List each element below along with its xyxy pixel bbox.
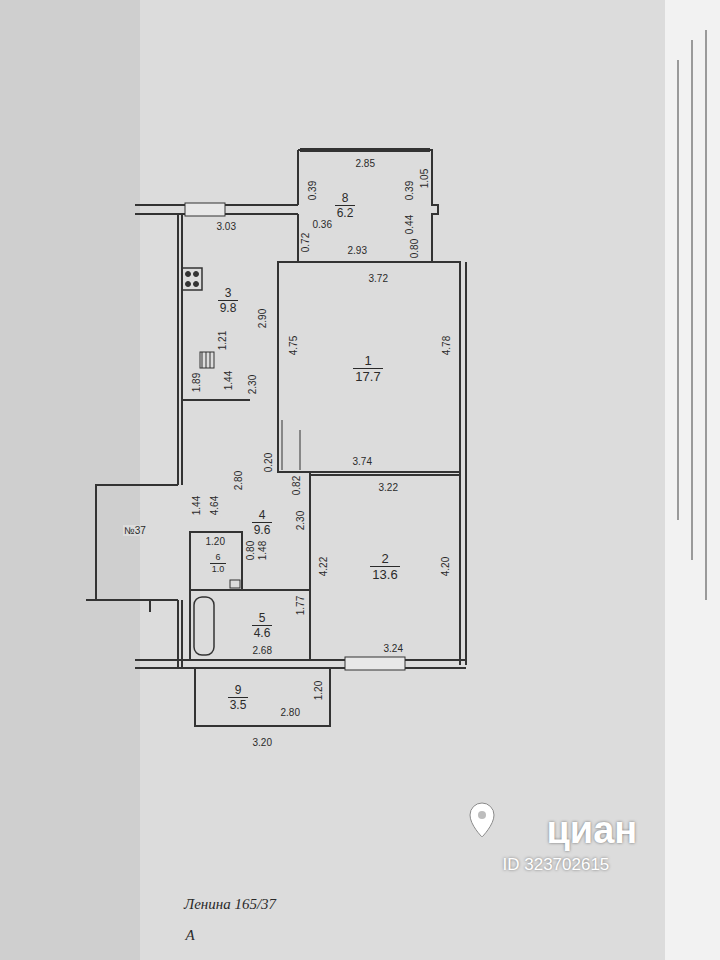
room-label: 86.2	[335, 191, 356, 220]
address-note: А	[185, 927, 196, 944]
room-number: 5	[252, 611, 273, 625]
side-sheet	[665, 0, 720, 960]
dimension: 0.72	[300, 231, 311, 252]
fixtures	[182, 268, 300, 655]
dimension: 4.75	[288, 334, 299, 355]
dimension: 1.20	[205, 536, 226, 547]
shadow	[0, 0, 140, 960]
room-label: 61.0	[210, 552, 227, 575]
dimension: 2.93	[347, 245, 368, 256]
logo-pin	[470, 803, 494, 837]
room-area: 3.5	[228, 697, 249, 712]
room-area: 1.0	[210, 563, 227, 575]
dimension: 3.22	[378, 482, 399, 493]
watermark: ID 323702615	[502, 855, 611, 874]
dimension: 0.20	[263, 451, 274, 472]
dimension: 2.85	[355, 158, 376, 169]
room-label: 54.6	[252, 611, 273, 640]
room-area: 6.2	[335, 205, 356, 220]
dimension: 2.30	[247, 373, 258, 394]
room-label: 39.8	[218, 286, 239, 315]
room-label: 213.6	[370, 551, 399, 582]
room-area: 4.6	[252, 625, 273, 640]
dimension: 3.72	[368, 273, 389, 284]
dimension: 3.24	[383, 643, 404, 654]
dimension: 4.78	[441, 334, 452, 355]
dimension: 3.74	[352, 456, 373, 467]
dimension: 0.80	[409, 237, 420, 258]
room-area: 9.6	[252, 522, 273, 537]
room-area: 13.6	[370, 566, 399, 582]
room-area: 9.8	[218, 300, 239, 315]
dimension: 1.48	[257, 539, 268, 560]
dimension: 0.39	[307, 179, 318, 200]
dimension: 0.39	[404, 179, 415, 200]
room-label: 49.6	[252, 508, 273, 537]
dimension: 1.21	[217, 329, 228, 350]
address-note: №37	[123, 525, 147, 536]
walls	[86, 150, 466, 726]
room-number: 4	[252, 508, 273, 522]
dimension: 2.30	[295, 509, 306, 530]
room-number: 3	[218, 286, 239, 300]
room-label: 93.5	[228, 683, 249, 712]
dimension: 0.80	[245, 539, 256, 560]
dimension: 0.82	[291, 474, 302, 495]
dimension: 4.20	[440, 555, 451, 576]
room-number: 9	[228, 683, 249, 697]
dimension: 1.44	[223, 369, 234, 390]
dimension: 3.20	[252, 737, 273, 748]
side-sheet-lines	[678, 30, 706, 600]
dimension: 4.22	[318, 555, 329, 576]
room-area: 17.7	[353, 368, 382, 384]
room-label: 117.7	[353, 353, 382, 384]
dimension: 2.80	[280, 707, 301, 718]
room-number: 1	[353, 353, 382, 368]
room-number: 8	[335, 191, 356, 205]
dimension: 0.44	[404, 213, 415, 234]
dimension: 1.20	[313, 679, 324, 700]
dimension: 1.44	[191, 494, 202, 515]
dimension: 2.68	[252, 645, 273, 656]
dimension: 1.05	[419, 167, 430, 188]
dimension: 3.03	[216, 221, 237, 232]
watermark: циан	[546, 810, 639, 850]
dimension: 1.89	[191, 371, 202, 392]
dimension: 2.90	[257, 307, 268, 328]
dimension: 1.77	[295, 594, 306, 615]
address-note: Ленина 165/37	[183, 896, 277, 913]
room-number: 2	[370, 551, 399, 566]
dimension: 4.64	[209, 494, 220, 515]
room-number: 6	[210, 552, 227, 563]
dimension: 0.36	[312, 219, 333, 230]
dimension: 2.80	[233, 469, 244, 490]
